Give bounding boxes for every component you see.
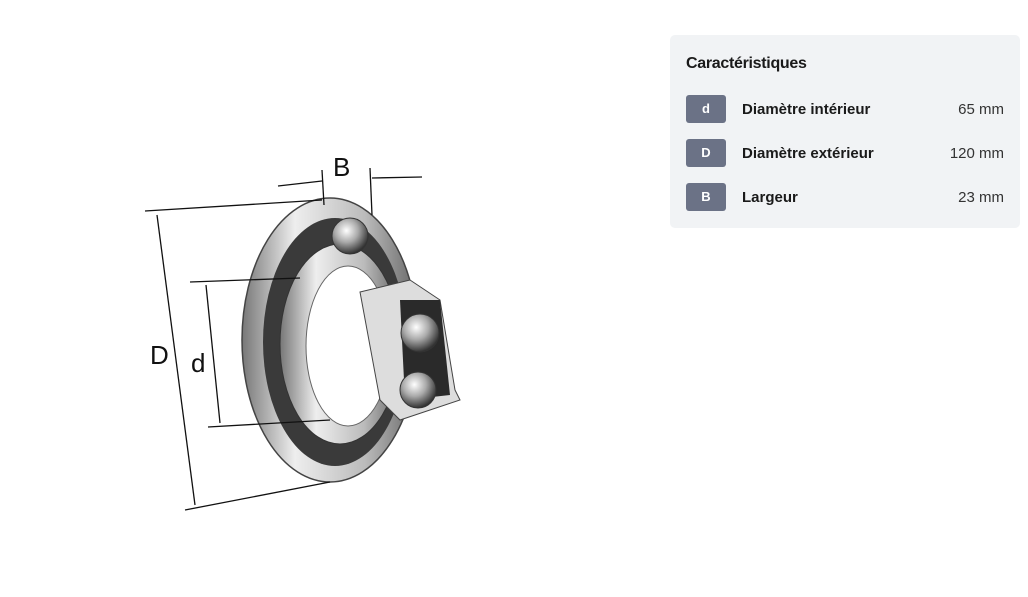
characteristic-value: 23 mm: [958, 189, 1004, 206]
dimension-label-D: D: [150, 340, 169, 370]
dimension-label-B: B: [333, 152, 350, 182]
bearing-image: [241, 197, 461, 483]
characteristic-value: 65 mm: [958, 101, 1004, 118]
characteristic-label: Diamètre intérieur: [742, 101, 871, 118]
dimension-lines: [144, 167, 423, 511]
characteristic-label: Diamètre extérieur: [742, 145, 874, 162]
symbol-badge: d: [686, 95, 726, 123]
characteristic-label: Largeur: [742, 189, 798, 206]
characteristic-value: 120 mm: [949, 145, 1004, 162]
characteristic-row-inner-diameter: d Diamètre intérieur 65 mm: [686, 95, 1004, 123]
bearing-drawing: B D d: [144, 152, 461, 511]
dimension-label-d: d: [191, 348, 205, 378]
symbol-badge: D: [686, 139, 726, 167]
characteristics-panel: Caractéristiques d Diamètre intérieur 65…: [670, 35, 1020, 228]
panel-title: Caractéristiques: [686, 55, 807, 72]
characteristic-row-width: B Largeur 23 mm: [686, 183, 1004, 211]
characteristic-row-outer-diameter: D Diamètre extérieur 120 mm: [686, 139, 1004, 167]
symbol-badge: B: [686, 183, 726, 211]
